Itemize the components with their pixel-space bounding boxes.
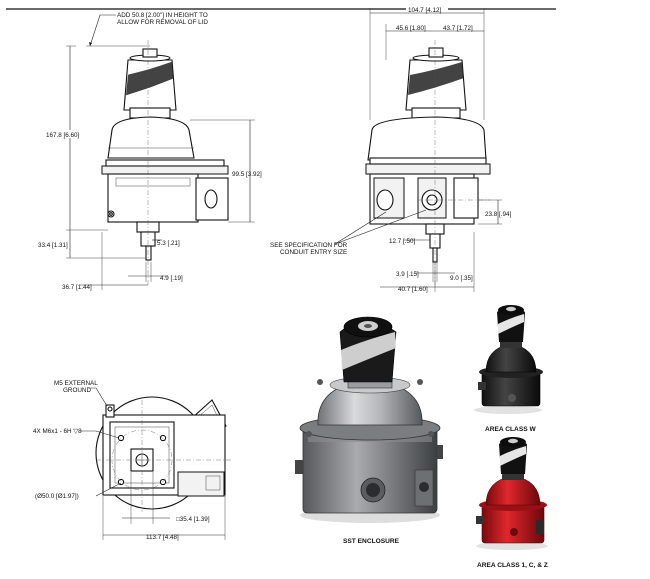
- dim-shaft-b: 4.9 [.19]: [160, 275, 183, 282]
- caption-area-class-w: AREA CLASS W: [485, 426, 536, 433]
- dim-shaft-a: 5.3 [.21]: [157, 240, 180, 247]
- label-bolt-circle: (Ø50.0 [Ø1.97]): [35, 493, 79, 500]
- note-conduit-line-1: SEE SPECIFICATION FOR: [270, 242, 348, 249]
- label-thread: 4X M6x1 - 6H ▽8: [33, 428, 82, 435]
- caption-area-class-cz: AREA CLASS 1, C, & Z: [477, 562, 548, 569]
- dim-overall: 113.7 [4.48]: [146, 534, 179, 541]
- side-view: [365, 40, 491, 285]
- dim-bottom-a: 3.9 [.15]: [396, 271, 419, 278]
- label-ground-line-2: GROUND: [63, 387, 91, 394]
- front-view: [101, 40, 229, 285]
- dim-side-width: 104.7 [4.12]: [408, 7, 442, 14]
- caption-sst-enclosure: SST ENCLOSURE: [343, 538, 400, 545]
- photo-area-class-w: [474, 305, 543, 414]
- side-view-dimensions: 104.7 [4.12] 45.6 [1.80] 43.7 [1.72] 23.…: [270, 6, 512, 293]
- label-ground-line-1: M5 EXTERNAL: [54, 380, 98, 387]
- dim-conduit-offset: 12.7 [.50]: [389, 238, 416, 245]
- note-lid-line-2: ALLOW FOR REMOVAL OF LID: [117, 19, 208, 26]
- dim-left-offset: 36.7 [1.44]: [62, 284, 92, 291]
- dim-lower-height: 33.4 [1.31]: [38, 242, 68, 249]
- dim-bottom-width: 40.7 [1.60]: [398, 286, 428, 293]
- dim-total-height: 167.8 [6.60]: [46, 132, 80, 139]
- front-view-dimensions: ADD 50.8 [2.00"] IN HEIGHT TO ALLOW FOR …: [38, 12, 262, 291]
- bottom-view-dimensions: M5 EXTERNAL GROUND 4X M6x1 - 6H ▽8 (Ø50.…: [33, 380, 226, 541]
- photo-area-class-cz: [476, 437, 548, 550]
- dim-left-half: 45.6 [1.80]: [396, 25, 426, 32]
- note-conduit-line-2: CONDUIT ENTRY SIZE: [280, 249, 347, 256]
- dim-conduit-height: 23.8 [.94]: [485, 211, 512, 218]
- photo-sst-enclosure: [295, 316, 443, 523]
- bottom-view: [95, 396, 232, 512]
- dim-square: □35.4 [1.39]: [176, 516, 210, 523]
- dim-right-half: 43.7 [1.72]: [443, 25, 473, 32]
- dim-bottom-b: 9.0 [.35]: [450, 275, 473, 282]
- note-lid-line-1: ADD 50.8 [2.00"] IN HEIGHT TO: [117, 12, 208, 19]
- dim-body-height: 99.5 [3.92]: [232, 171, 262, 178]
